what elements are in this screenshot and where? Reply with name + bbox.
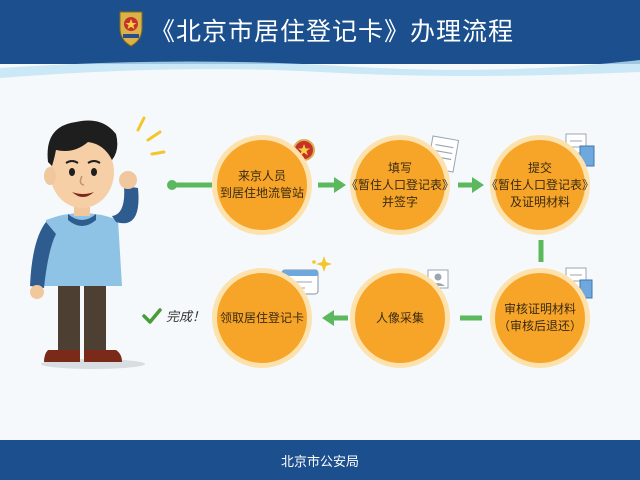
step-3-line-3: 及证明材料 [510, 194, 571, 209]
step-1-line-1: 来京人员 [237, 169, 286, 183]
step-3-line-1: 提交 [528, 160, 553, 175]
step-5-line-1: 人像采集 [375, 310, 424, 325]
header-wave [0, 50, 640, 78]
person-illustration [30, 116, 166, 369]
step-2-fill-form: 填写《暂住人口登记表》并签字 [346, 135, 454, 235]
done-label: 完成！ [166, 310, 206, 325]
step-2-line-3: 并签字 [382, 194, 419, 209]
page-title: 《北京市居住登记卡》办理流程 [150, 17, 515, 46]
step-4-line-1: 审核证明材料 [503, 302, 576, 316]
police-emblem-icon [119, 11, 143, 47]
sparkle-icon [312, 256, 332, 272]
footer-bar [0, 440, 640, 480]
arrow-step2-to-step3 [458, 177, 484, 193]
checkmark-icon [142, 307, 162, 324]
step-1-line-2: 到居住地流管站 [219, 186, 304, 200]
arrow-step5-to-step6 [322, 310, 348, 326]
step-1-arrive: 来京人员到居住地流管站 [212, 135, 312, 235]
step-3-submit: 提交《暂住人口登记表》及证明材料 [486, 135, 594, 235]
step-3-line-2: 《暂住人口登记表》 [486, 177, 595, 192]
step-2-line-2: 《暂住人口登记表》 [346, 177, 455, 192]
step-2-line-1: 填写 [388, 160, 413, 175]
done-marker: 完成！ [142, 306, 205, 325]
footer-text: 北京市公安局 [280, 455, 359, 470]
step-6-line-1: 领取居住登记卡 [219, 310, 304, 325]
step-6-collect-card: 领取居住登记卡 [212, 268, 312, 368]
arrow-step1-to-step2 [318, 177, 346, 193]
step-4-line-2: （审核后退还） [497, 319, 582, 333]
step-5-photo: 人像采集 [350, 268, 450, 368]
step-4-review: 审核证明材料 （审核后退还） [490, 268, 590, 368]
start-dot [167, 180, 177, 190]
